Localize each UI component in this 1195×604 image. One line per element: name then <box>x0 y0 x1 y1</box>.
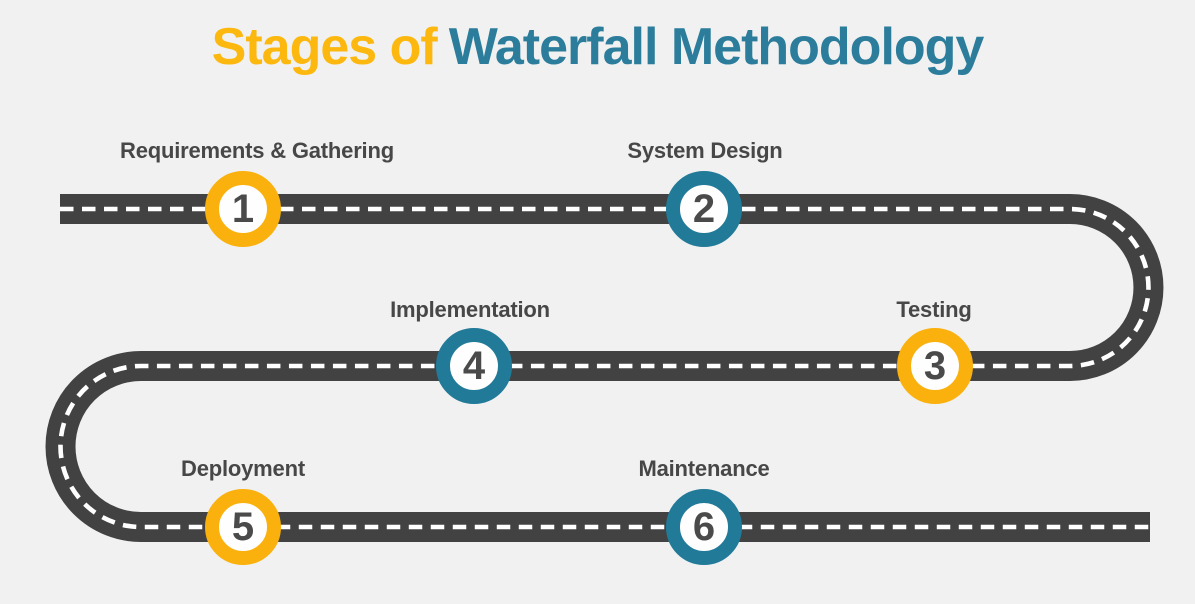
stage-marker-6: 6 <box>666 489 742 565</box>
stage-label-system-design: System Design <box>627 138 783 163</box>
stage-number-5: 5 <box>231 505 255 549</box>
road-center-dashes <box>58 206 1151 530</box>
stage-number-3: 3 <box>923 344 947 388</box>
stage-marker-2: 2 <box>666 171 742 247</box>
stage-marker-3: 3 <box>897 328 973 404</box>
stage-number-1: 1 <box>231 187 255 231</box>
stage-label-implementation: Implementation <box>390 297 550 322</box>
stage-marker-5: 5 <box>205 489 281 565</box>
stage-number-4: 4 <box>462 344 486 388</box>
stage-marker-1: 1 <box>205 171 281 247</box>
stage-label-requirements-gathering: Requirements & Gathering <box>120 138 394 163</box>
page-title-accent-2: Waterfall Methodology <box>448 18 985 76</box>
stage-label-testing: Testing <box>896 297 972 322</box>
stage-marker-4: 4 <box>436 328 512 404</box>
page-title-accent-1: Stages of <box>211 18 438 76</box>
stage-number-6: 6 <box>692 505 716 549</box>
stage-label-maintenance: Maintenance <box>638 456 770 481</box>
stage-number-2: 2 <box>692 187 716 231</box>
stage-label-deployment: Deployment <box>181 456 305 481</box>
